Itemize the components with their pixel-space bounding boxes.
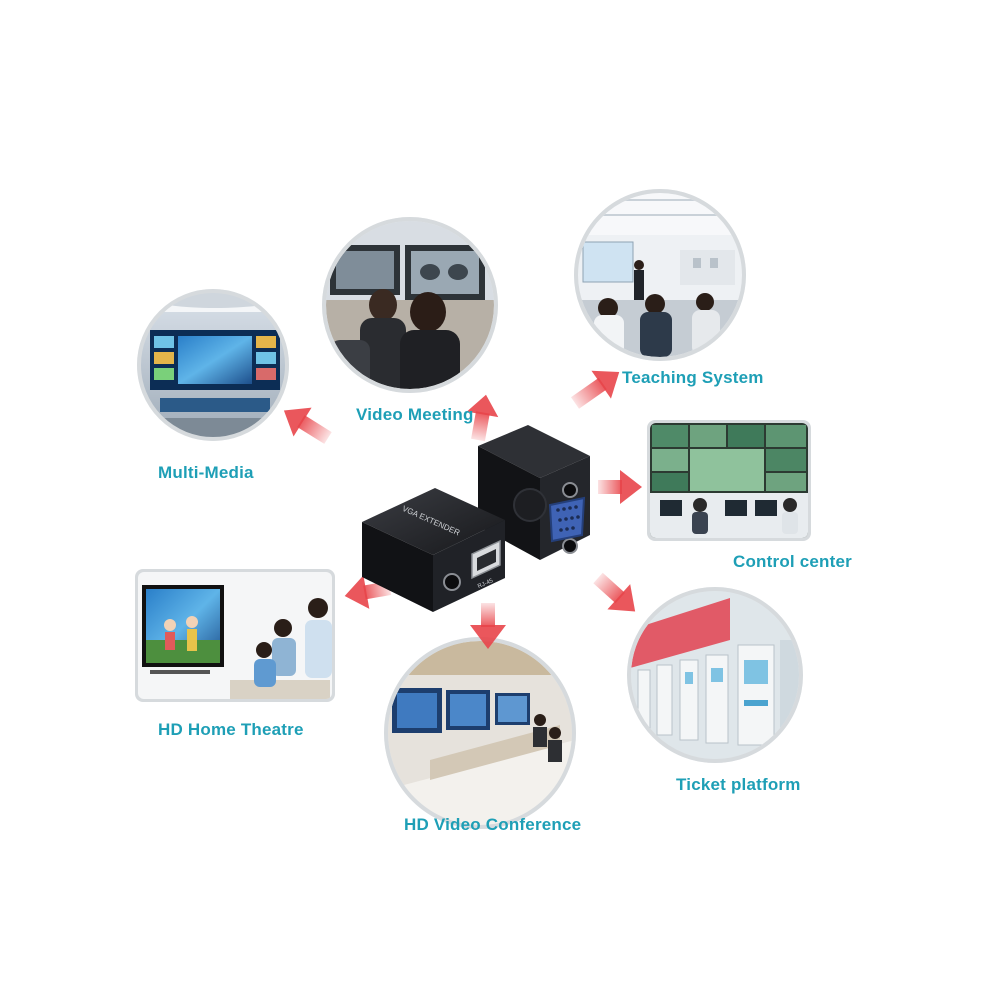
- ticket-platform-photo: [627, 587, 803, 763]
- label-ticket-platform: Ticket platform: [676, 775, 801, 794]
- arrow-to-conference: [470, 603, 506, 649]
- label-video-meeting: Video Meeting: [356, 405, 474, 424]
- multimedia-photo: [137, 289, 289, 441]
- label-multimedia: Multi-Media: [158, 463, 254, 482]
- teaching-photo: [574, 189, 746, 361]
- control-center-photo: [647, 420, 811, 541]
- arrow-to-control: [598, 470, 642, 504]
- label-control-center: Control center: [733, 552, 852, 571]
- arrow-to-multimedia: [283, 407, 332, 444]
- arrow-to-ticket: [593, 572, 636, 612]
- arrow-to-video-meeting: [466, 394, 499, 442]
- hd-video-conference-photo: [384, 637, 576, 829]
- video-meeting-photo: [322, 217, 498, 393]
- home-theatre-photo: [135, 569, 335, 702]
- label-teaching-system: Teaching System: [622, 368, 764, 387]
- label-hd-video-conference: HD Video Conference: [404, 815, 582, 834]
- arrow-to-teaching: [570, 370, 620, 409]
- label-hd-home-theatre: HD Home Theatre: [158, 720, 304, 739]
- vga-extender-sender: VGA EXTENDER RJ-45: [362, 488, 505, 612]
